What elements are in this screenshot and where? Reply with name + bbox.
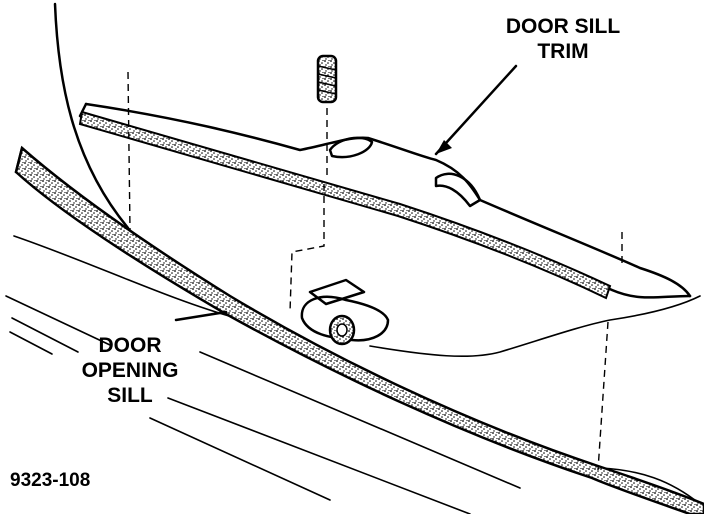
- door-frame-curve: [53, 2, 130, 230]
- trim-leader-arrowhead: [436, 140, 452, 154]
- alignment-lines: [127, 71, 623, 471]
- door-sill-trim-part: [78, 102, 692, 300]
- sill-leader-line: [174, 310, 228, 322]
- door-opening-sill-label-line-3: SILL: [107, 384, 153, 407]
- door-opening-sill-label: DOOR OPENING SILL: [70, 333, 190, 408]
- trim-leader-line: [434, 64, 518, 156]
- door-sill-trim-label: DOOR SILL TRIM: [488, 14, 638, 64]
- door-opening-sill-label-line-2: OPENING: [81, 359, 179, 382]
- door-opening-sill-label-line-1: DOOR: [98, 334, 162, 357]
- sill-clip: [300, 278, 390, 346]
- figure-number: 9323-108: [10, 470, 91, 491]
- door-sill-trim-label-line-2: TRIM: [537, 40, 589, 63]
- door-opening-sill-strip: [14, 145, 704, 514]
- floor-lines: [5, 235, 701, 514]
- screw: [316, 54, 338, 104]
- door-sill-trim-label-line-1: DOOR SILL: [505, 15, 621, 38]
